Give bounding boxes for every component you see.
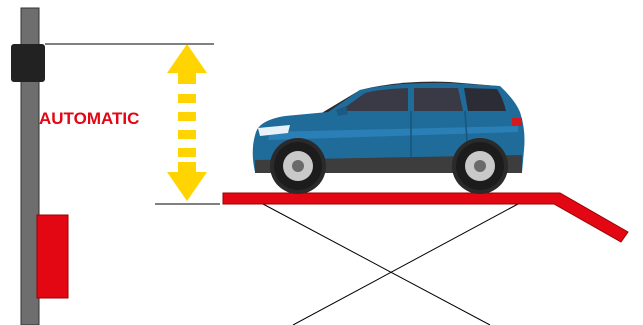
lift-platform bbox=[222, 192, 629, 243]
scissor-arms bbox=[262, 203, 519, 325]
lift-column bbox=[20, 7, 40, 325]
mode-label: AUTOMATIC bbox=[39, 109, 139, 128]
sensor-icon bbox=[11, 44, 45, 82]
double-arrow-icon bbox=[167, 44, 207, 201]
car-icon bbox=[252, 81, 525, 194]
control-box bbox=[36, 214, 69, 299]
